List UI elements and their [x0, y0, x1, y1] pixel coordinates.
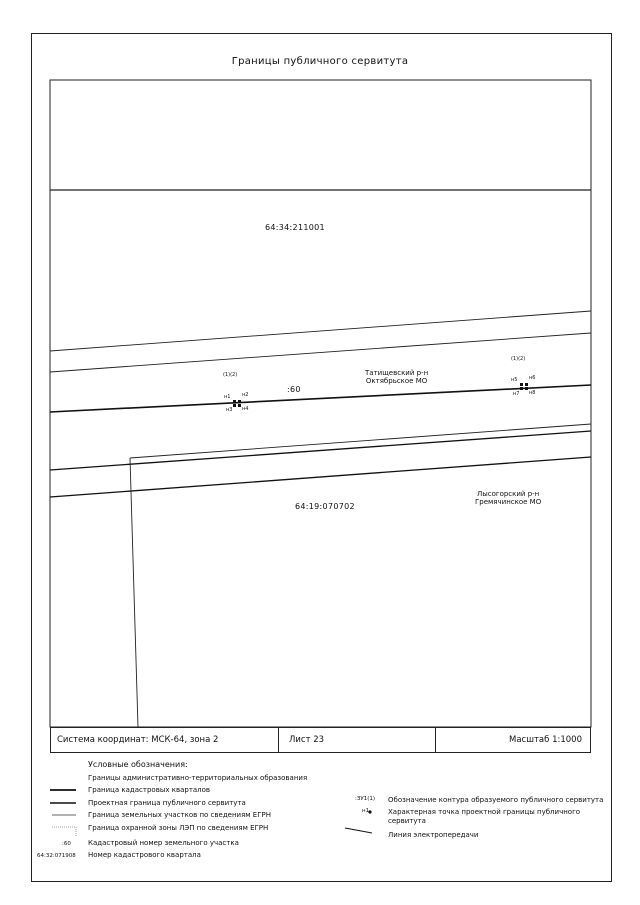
servitude-contour-right: [520, 383, 528, 390]
point-label: н5: [511, 377, 518, 383]
legend-item-right: Характерная точка проектной границы публ…: [388, 808, 581, 825]
info-row: Система координат: МСК-64, зона 2 Лист 2…: [50, 727, 591, 753]
servitude-contour-left: [233, 400, 241, 407]
region-label-1: Татищевский р-н Октябрьское МО: [365, 369, 429, 385]
legend-item: Граница земельных участков по сведениям …: [88, 811, 271, 819]
quarter-boundary-diag: [49, 430, 592, 471]
contour-label-right: (1)(2): [511, 356, 526, 362]
point-label: н8: [529, 390, 536, 396]
legend-sym-powerline: [344, 827, 373, 834]
parcel-boundary-3: [129, 423, 592, 459]
legend-item: Проектная граница публичного сервитута: [88, 799, 246, 807]
parcel-number: :60: [287, 385, 301, 394]
point-label: н2: [242, 392, 249, 398]
legend-sample-quarter: 64:32:071908: [37, 853, 76, 859]
legend-sym-point: [368, 810, 372, 814]
legend-item-right: Обозначение контура образуемого публично…: [388, 796, 604, 804]
parcel-boundary-vertical: [129, 457, 139, 728]
quarter-boundary-diag-2: [49, 456, 592, 498]
contour-label-left: (1)(2): [223, 372, 238, 378]
admin-boundary: [49, 384, 592, 413]
map-scale: Масштаб 1:1000: [508, 735, 582, 745]
sheet-number: Лист 23: [279, 728, 436, 752]
point-label: н3: [226, 407, 233, 413]
point-label: н6: [529, 375, 536, 381]
legend-item: Границы административно-территориальных …: [88, 774, 308, 782]
cadastral-quarter-bottom: 64:19:070702: [295, 502, 355, 511]
coordinate-system: Система координат: МСК-64, зона 2: [51, 728, 279, 752]
legend-item: Граница кадастровых кварталов: [88, 786, 211, 794]
legend-sample-parcel: :60: [62, 841, 71, 847]
legend-item-right: Линия электропередачи: [388, 831, 479, 839]
region-label-2: Лысогорский р-н Гремячинское МО: [475, 490, 542, 506]
legend-sym-protect: [52, 826, 77, 836]
point-label: н1: [224, 394, 231, 400]
legend-item: Граница охранной зоны ЛЭП по сведениям Е…: [88, 824, 269, 832]
legend-item: Номер кадастрового квартала: [88, 851, 201, 859]
cadastral-quarter-top: 64:34:211001: [265, 223, 325, 232]
legend-item: Кадастровый номер земельного участка: [88, 839, 239, 847]
point-label: н7: [513, 391, 520, 397]
parcel-boundary-2: [49, 332, 592, 373]
point-label: н4: [242, 406, 249, 412]
legend-sample-contour: :ЗУ1(1): [355, 796, 376, 802]
parcel-boundary-1: [49, 310, 592, 352]
map-area-border: [49, 79, 592, 728]
legend-heading: Условные обозначения:: [88, 760, 188, 769]
sheet-frame: [31, 33, 612, 882]
page-title: Границы публичного сервитута: [231, 56, 409, 67]
legend-sample-point: н1: [362, 808, 370, 814]
